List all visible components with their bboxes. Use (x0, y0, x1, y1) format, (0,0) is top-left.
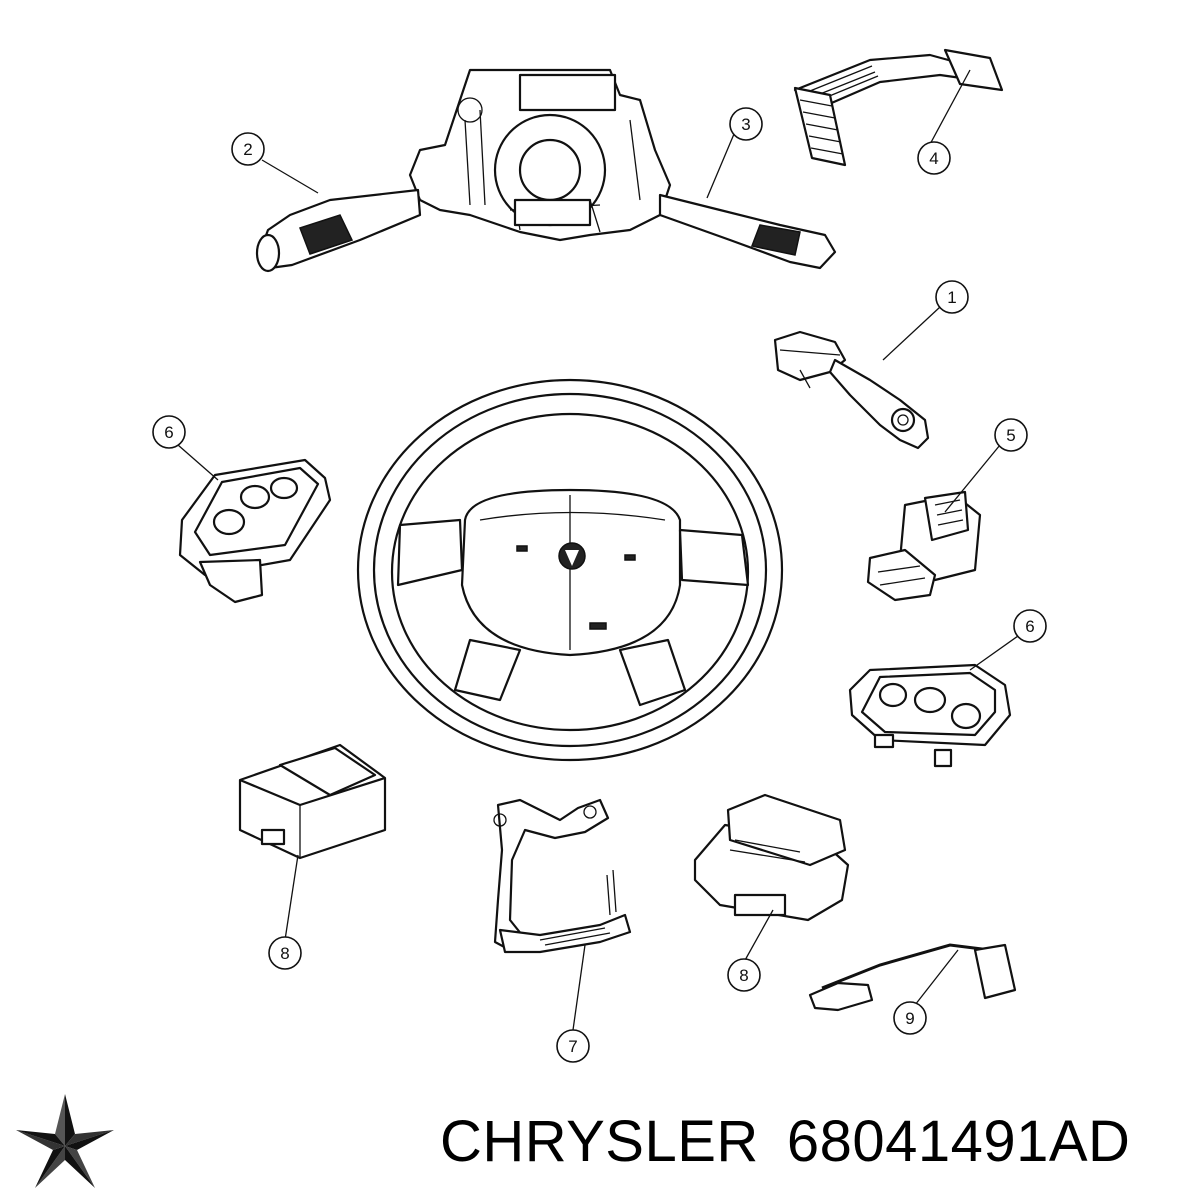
pigtail-connector-part-9 (808, 943, 1017, 1012)
steering-wheel (356, 378, 784, 762)
wiring-harness-part-4 (793, 48, 1004, 167)
svg-text:6: 6 (164, 423, 173, 442)
stalk-switch-part-1 (773, 330, 930, 450)
callout-5: 5 (994, 418, 1028, 452)
callout-2: 2 (231, 132, 265, 166)
callout-9: 9 (893, 1001, 927, 1035)
multifunction-switch-assembly (255, 68, 837, 273)
svg-text:9: 9 (905, 1009, 914, 1028)
switch-pod-part-6-right (848, 663, 1012, 768)
switch-pod-part-6-left (178, 458, 332, 604)
svg-text:8: 8 (739, 966, 748, 985)
svg-text:8: 8 (280, 944, 289, 963)
chrysler-pentastar-icon (16, 1094, 114, 1188)
callout-3: 3 (729, 107, 763, 141)
callout-1: 1 (935, 280, 969, 314)
callout-8-left: 8 (268, 936, 302, 970)
bracket-part-7 (493, 798, 632, 954)
brand-name: CHRYSLER (440, 1109, 759, 1174)
leader-lines (177, 69, 1019, 1031)
svg-text:7: 7 (568, 1037, 577, 1056)
svg-text:6: 6 (1025, 617, 1034, 636)
control-module-part-8-right (693, 793, 850, 922)
part-number: 68041491AD (786, 1109, 1131, 1174)
part-caption: CHRYSLER 68041491AD (440, 1106, 1190, 1178)
callout-4: 4 (917, 141, 951, 175)
control-module-part-8-left (238, 743, 387, 860)
callout-6-right: 6 (1013, 609, 1047, 643)
svg-text:3: 3 (741, 115, 750, 134)
svg-text:1: 1 (947, 288, 956, 307)
callout-7: 7 (556, 1029, 590, 1063)
svg-text:4: 4 (929, 149, 938, 168)
svg-text:5: 5 (1006, 426, 1015, 445)
svg-text:2: 2 (243, 140, 252, 159)
callout-6-left: 6 (152, 415, 186, 449)
callout-8-right: 8 (727, 958, 761, 992)
switch-module-part-5 (866, 490, 982, 602)
